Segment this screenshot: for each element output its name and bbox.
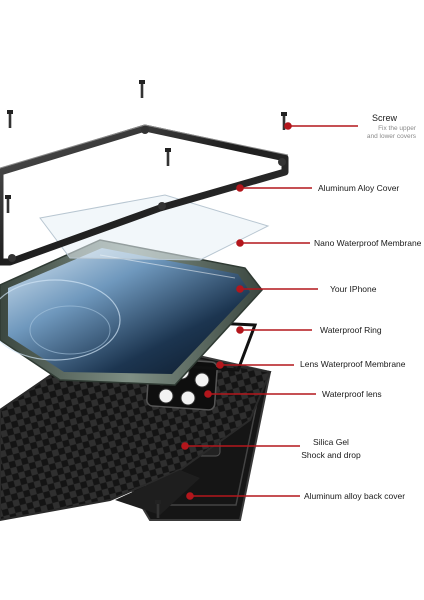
aluminum-frame (0, 124, 289, 266)
leader-aluminum-cover (236, 184, 312, 192)
leader-lines (181, 122, 358, 500)
iphone (0, 239, 263, 386)
label-screw-note-2: and lower covers (366, 133, 416, 140)
leader-screw (284, 122, 358, 130)
label-ring: Waterproof Ring (320, 325, 382, 335)
label-lens-membrane: Lens Waterproof Membrane (300, 359, 406, 369)
label-lens: Waterproof lens (322, 389, 382, 399)
leader-silica (181, 442, 300, 450)
leader-ring (236, 326, 312, 334)
label-screw: Screw (372, 113, 398, 123)
label-iphone: Your IPhone (330, 284, 377, 294)
leader-iphone (236, 285, 318, 293)
label-aluminum-cover: Aluminum Aloy Cover (318, 183, 400, 193)
leader-lens-membrane (216, 361, 294, 369)
label-silica-gel: Silica Gel (313, 437, 349, 447)
label-shock-drop: Shock and drop (301, 450, 361, 460)
label-screw-note-1: Fix the upper (378, 125, 416, 132)
screw-set (5, 80, 287, 518)
leader-membrane (236, 239, 310, 247)
leader-lens (204, 390, 316, 398)
leader-back-cover (186, 492, 300, 500)
glass-membrane (39, 194, 270, 261)
label-back-cover: Aluminum alloy back cover (304, 491, 406, 501)
label-membrane: Nano Waterproof Membrane (314, 238, 422, 248)
